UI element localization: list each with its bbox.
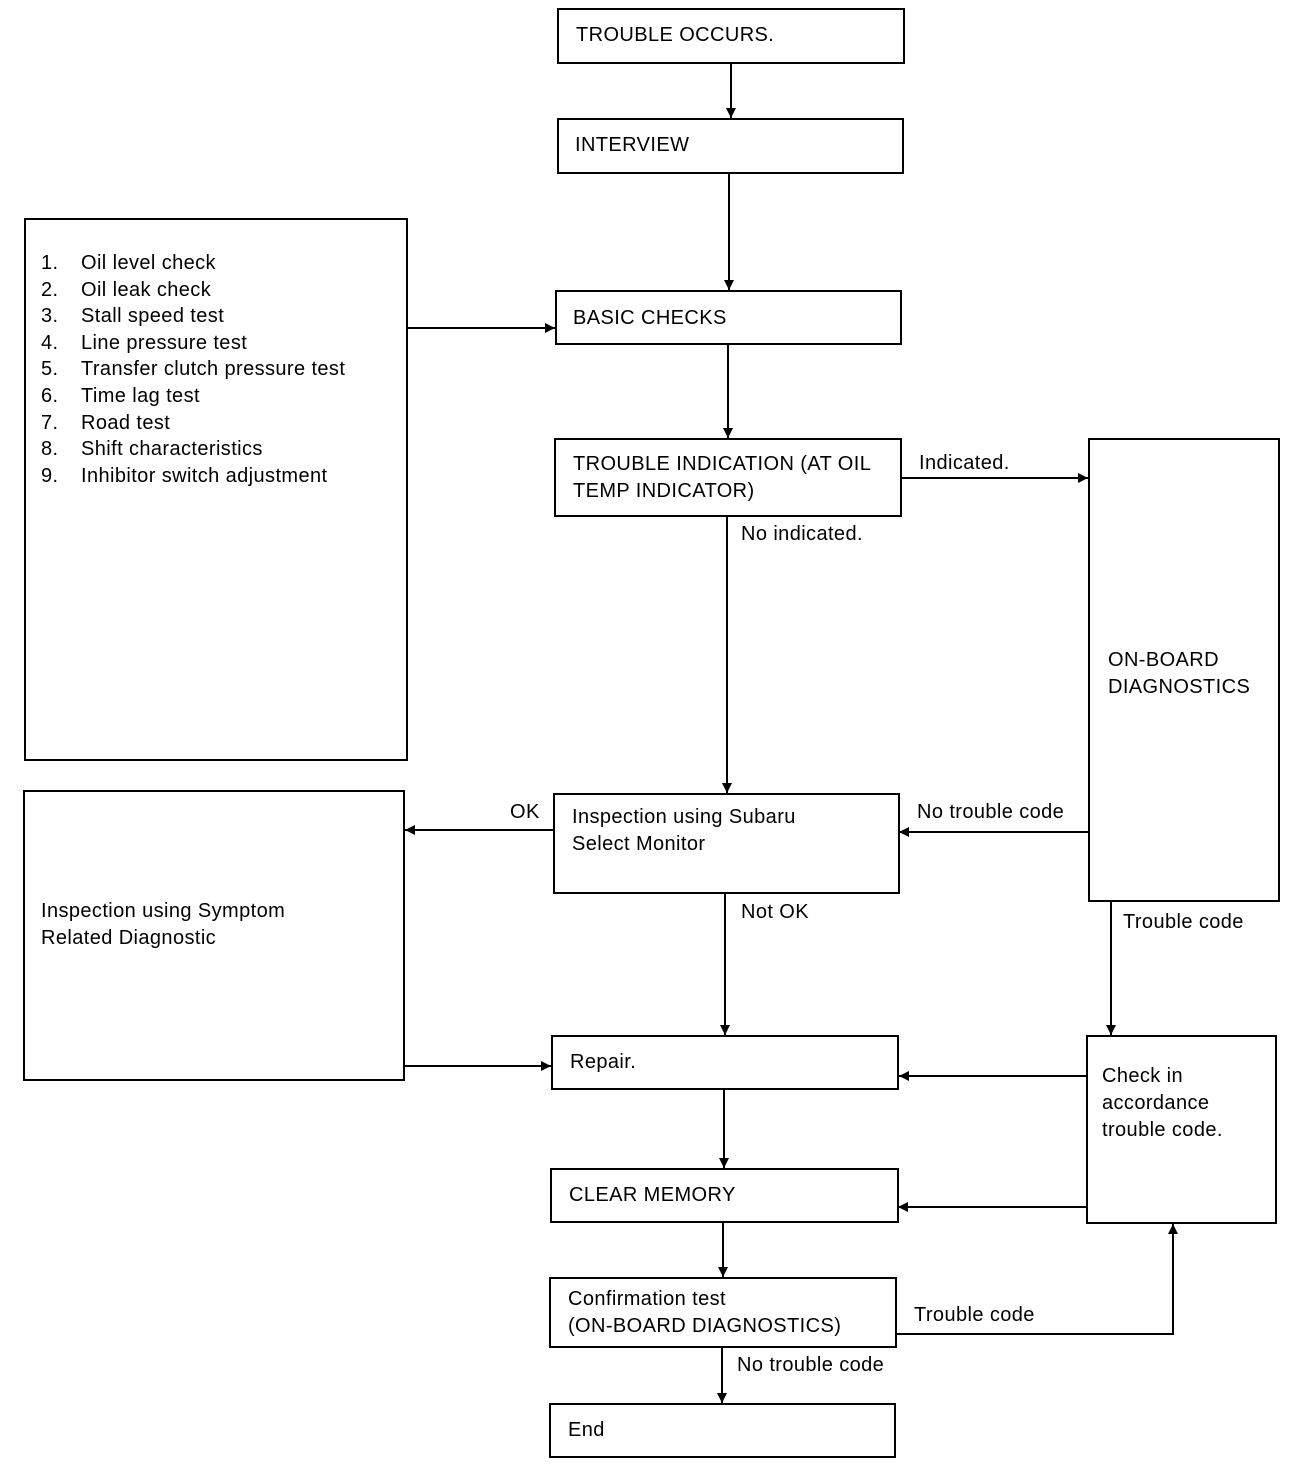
node-trouble-indication-line1: TROUBLE INDICATION (AT OIL	[573, 453, 872, 475]
node-repair-label: Repair.	[570, 1051, 637, 1073]
node-clear-memory-label: CLEAR MEMORY	[569, 1184, 736, 1206]
list-item: 8.Shift characteristics	[41, 438, 263, 461]
basic-check-items: 1.Oil level check 2.Oil leak check 3.Sta…	[41, 250, 345, 489]
node-select-monitor-line2: Select Monitor	[572, 833, 706, 855]
node-symptom-related: Inspection using Symptom Related Diagnos…	[23, 790, 405, 1081]
arrow-confirm-to-check	[896, 1224, 1178, 1335]
edge-label-no-trouble-code-obd: No trouble code	[917, 801, 1065, 823]
node-check-line2: accordance	[1102, 1092, 1210, 1114]
node-symptom-line1: Inspection using Symptom	[41, 900, 286, 922]
list-item: 3.Stall speed test	[41, 305, 225, 328]
node-repair: Repair.	[551, 1035, 899, 1090]
node-select-monitor-line1: Inspection using Subaru	[572, 806, 796, 828]
node-trouble-indication: TROUBLE INDICATION (AT OIL TEMP INDICATO…	[554, 438, 902, 517]
node-basic-checks-label: BASIC CHECKS	[573, 307, 727, 329]
list-item: 4.Line pressure test	[41, 331, 248, 354]
edge-label-no-indicated: No indicated.	[741, 523, 863, 545]
edge-label-trouble-code-obd: Trouble code	[1123, 911, 1244, 933]
basic-check-list: 1.Oil level check 2.Oil leak check 3.Sta…	[24, 218, 408, 761]
list-item: 9.Inhibitor switch adjustment	[41, 464, 328, 487]
list-item: 7.Road test	[41, 411, 171, 434]
list-item: 5.Transfer clutch pressure test	[41, 358, 346, 381]
node-confirmation-test: Confirmation test (ON-BOARD DIAGNOSTICS)	[549, 1277, 897, 1348]
edge-label-trouble-code-confirm: Trouble code	[914, 1304, 1035, 1326]
node-end: End	[549, 1403, 896, 1458]
node-basic-checks: BASIC CHECKS	[555, 290, 902, 345]
node-trouble-indication-line2: TEMP INDICATOR)	[573, 480, 755, 502]
node-check-line1: Check in	[1102, 1065, 1184, 1087]
node-clear-memory: CLEAR MEMORY	[550, 1168, 899, 1223]
node-on-board-diagnostics: ON-BOARD DIAGNOSTICS	[1088, 438, 1280, 902]
list-item: 1.Oil level check	[41, 252, 216, 274]
node-obd-line2: DIAGNOSTICS	[1108, 676, 1251, 698]
node-check-line3: trouble code.	[1102, 1119, 1223, 1141]
node-end-label: End	[568, 1419, 605, 1441]
list-item: 2.Oil leak check	[41, 278, 212, 301]
edge-label-indicated: Indicated.	[919, 452, 1010, 474]
node-trouble-occurs-label: TROUBLE OCCURS.	[576, 24, 775, 46]
node-obd-line1: ON-BOARD	[1108, 649, 1219, 671]
node-check-trouble-code: Check in accordance trouble code.	[1086, 1035, 1277, 1224]
node-symptom-line2: Related Diagnostic	[41, 927, 217, 949]
node-confirmation-line1: Confirmation test	[568, 1288, 726, 1310]
edge-label-no-trouble-code-confirm: No trouble code	[737, 1354, 885, 1376]
node-interview: INTERVIEW	[557, 118, 904, 174]
node-interview-label: INTERVIEW	[575, 134, 690, 156]
edge-label-ok: OK	[510, 801, 540, 823]
node-confirmation-line2: (ON-BOARD DIAGNOSTICS)	[568, 1315, 842, 1337]
node-trouble-occurs: TROUBLE OCCURS.	[557, 8, 905, 64]
node-select-monitor: Inspection using Subaru Select Monitor	[553, 793, 900, 894]
edge-label-not-ok: Not OK	[741, 901, 809, 923]
list-item: 6.Time lag test	[41, 384, 200, 407]
